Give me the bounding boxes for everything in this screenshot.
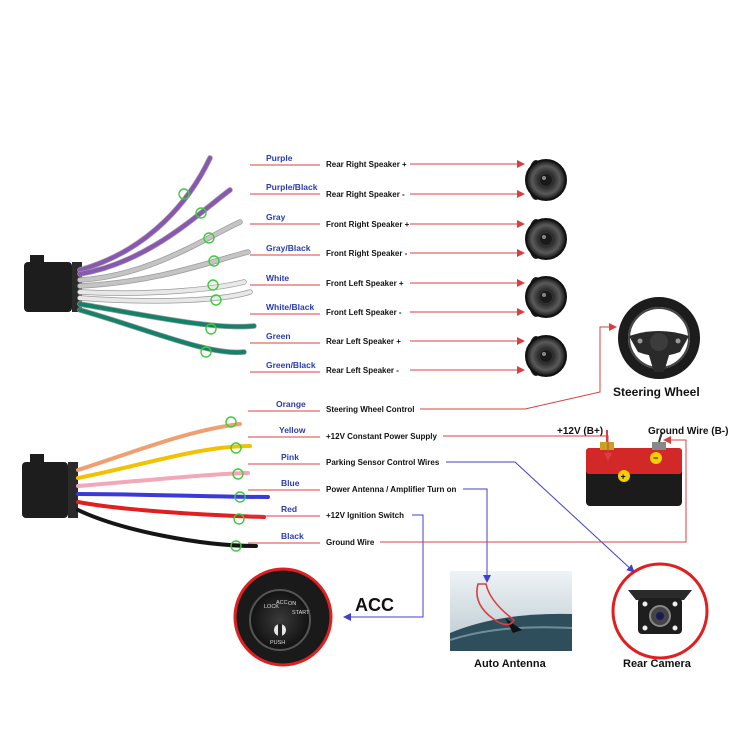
device-connection-group	[343, 323, 687, 621]
wire-function-label: +12V Ignition Switch	[326, 511, 404, 520]
ground-line	[380, 436, 687, 543]
battery-positive-label: +12V (B+)	[557, 426, 603, 437]
wire-function-label: Front Left Speaker +	[326, 279, 404, 288]
wire-marker-ring	[205, 323, 217, 335]
ignition-push-text: PUSH	[270, 640, 285, 646]
svg-text:−: −	[653, 453, 658, 463]
wire-marker-ring	[232, 468, 244, 480]
speaker-icon	[525, 335, 567, 377]
wire-marker-ring	[230, 540, 242, 552]
wire-color-label: Orange	[276, 399, 306, 409]
wire-function-label: Ground Wire	[326, 538, 375, 547]
wire-gray-black	[78, 250, 250, 288]
wire-gray-outline	[77, 219, 243, 283]
wire-function-label: Front Right Speaker +	[326, 220, 410, 229]
ignition-on-text: ON	[288, 601, 296, 607]
speaker-wire-group	[77, 155, 257, 358]
wire-color-label: Black	[281, 531, 304, 541]
acc-label: ACC	[355, 595, 394, 615]
ignition-acc-text: ACC	[276, 600, 288, 606]
svg-text:+: +	[621, 472, 626, 482]
wire-marker-ring	[207, 279, 219, 291]
ignition-switch-icon: LOCK ACC ON START PUSH	[233, 567, 333, 667]
wire-function-label: Rear Right Speaker -	[326, 190, 405, 199]
wire-function-label: Rear Left Speaker -	[326, 366, 399, 375]
wire-color-label: Blue	[281, 478, 300, 488]
wire-color-label: Purple	[266, 153, 293, 163]
power-connector-plug	[22, 454, 78, 518]
wire-marker-ring	[195, 207, 207, 219]
wire-function-label: Rear Right Speaker +	[326, 160, 407, 169]
wire-orange	[76, 422, 242, 472]
wire-red	[76, 500, 266, 519]
wire-gray	[78, 220, 242, 282]
wire-color-label: Red	[281, 504, 297, 514]
battery-ground-label: Ground Wire (B-)	[648, 426, 728, 437]
wire-marker-ring	[230, 442, 242, 454]
rear-camera-label: Rear Camera	[623, 658, 692, 670]
speaker-icon	[525, 276, 567, 318]
rear-camera-icon	[611, 562, 709, 660]
ignition-start-text: START	[292, 610, 310, 616]
battery-icon: + −	[586, 430, 682, 506]
wire-purple-black	[78, 188, 232, 276]
wire-marker-ring	[203, 232, 215, 244]
wire-color-label: Gray/Black	[266, 243, 311, 253]
wire-marker-ring	[233, 513, 245, 525]
speaker-icon	[525, 218, 567, 260]
wire-function-label: Front Left Speaker -	[326, 308, 402, 317]
wire-marker-ring	[234, 491, 246, 503]
ignition-line	[343, 514, 424, 621]
constant-power-line	[443, 435, 612, 461]
wire-marker-ring	[200, 346, 212, 358]
steering-wheel-label: Steering Wheel	[613, 385, 700, 399]
auto-antenna-image	[449, 571, 573, 651]
wire-function-label: Front Right Speaker -	[326, 249, 408, 258]
wire-function-label: Power Antenna / Amplifier Turn on	[326, 485, 456, 494]
wire-marker-ring	[210, 294, 222, 306]
wire-white-black	[78, 290, 252, 303]
wire-green-black	[78, 308, 246, 355]
ignition-lock-text: LOCK	[264, 604, 279, 610]
wire-color-label: Gray	[266, 212, 286, 222]
wire-color-label: Pink	[281, 452, 299, 462]
wire-purple	[78, 156, 212, 272]
wire-function-label: +12V Constant Power Supply	[326, 432, 437, 441]
wire-color-label: White	[266, 273, 289, 283]
antenna-turn-on-line	[463, 488, 491, 583]
wire-white	[78, 280, 246, 296]
wire-marker-ring	[225, 416, 237, 428]
wire-green	[78, 302, 256, 329]
wire-color-label: Green/Black	[266, 360, 316, 370]
speaker-icon	[525, 159, 567, 201]
steering-wheel-icon	[618, 297, 700, 379]
wire-blue	[76, 492, 270, 499]
parking-sensor-line	[446, 461, 635, 573]
wire-marker-ring	[208, 255, 220, 267]
wire-color-label: Green	[266, 331, 291, 341]
wire-function-label: Rear Left Speaker +	[326, 337, 401, 346]
wire-function-label: Steering Wheel Control	[326, 405, 414, 414]
auto-antenna-label: Auto Antenna	[474, 658, 547, 670]
wire-color-label: White/Black	[266, 302, 314, 312]
wire-color-label: Yellow	[279, 425, 306, 435]
wire-black	[76, 508, 258, 548]
power-wire-group	[76, 416, 270, 552]
wire-marker-ring	[178, 188, 190, 200]
wire-function-label: Parking Sensor Control Wires	[326, 458, 440, 467]
wire-color-label: Purple/Black	[266, 182, 318, 192]
speaker-icon-group	[525, 159, 567, 377]
speaker-connector-plug	[24, 255, 82, 312]
steering-control-line	[420, 323, 617, 410]
wire-pink	[76, 471, 250, 488]
